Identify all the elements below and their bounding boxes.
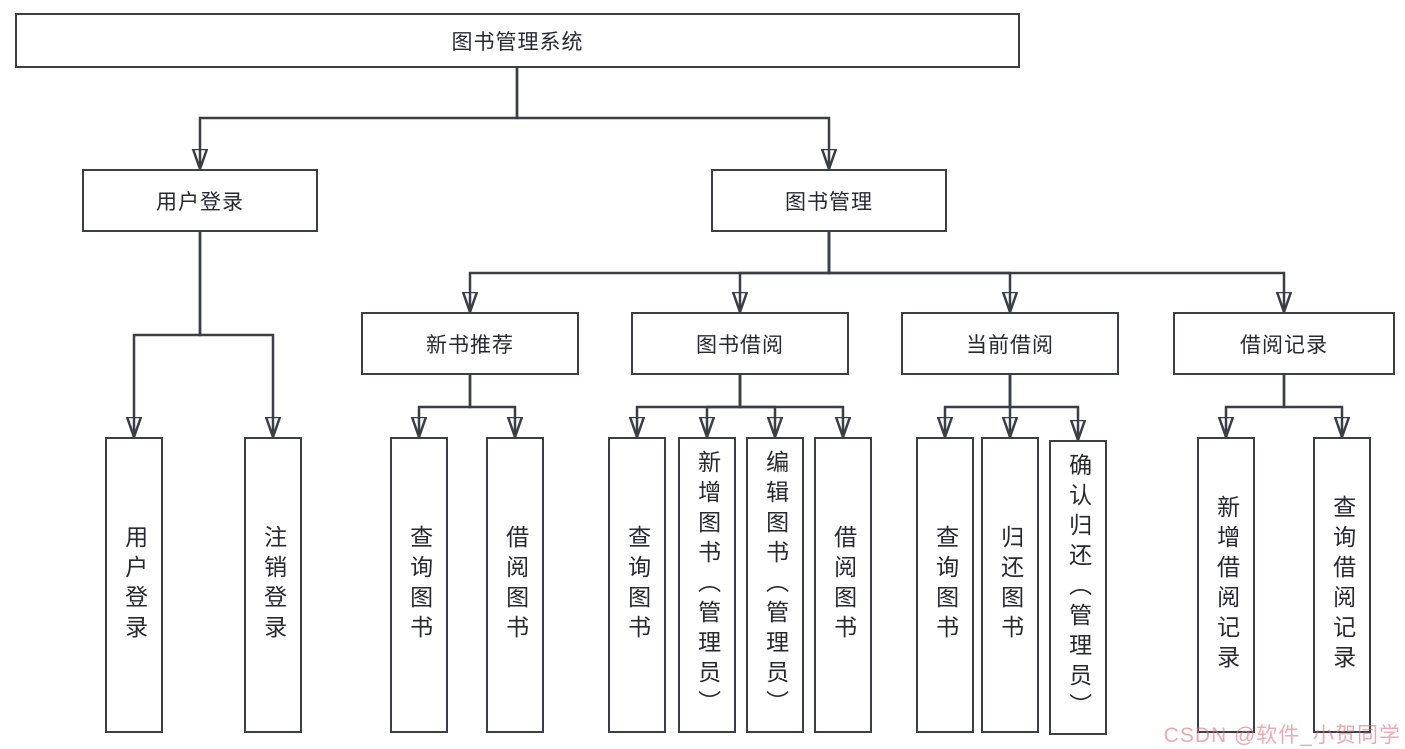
node-book-borrow: 图书借阅 xyxy=(631,312,849,375)
connector-bm-borrow-records xyxy=(827,232,1284,312)
connector-cb-query xyxy=(945,375,1012,437)
connector-nbr-query xyxy=(419,375,472,437)
node-user-login: 用户登录 xyxy=(82,169,318,232)
node-label: 查询图书 xyxy=(624,525,651,645)
leaf-cb-query-books: 查询图书 xyxy=(916,437,974,733)
leaf-bb-edit-books-admin: 编辑图书（管理员） xyxy=(746,437,804,733)
node-label: 借阅记录 xyxy=(1240,333,1328,357)
node-label: 图书借阅 xyxy=(696,333,784,357)
connector-root-user-login xyxy=(200,68,519,169)
connector-bm-book-borrow xyxy=(740,232,831,312)
node-label: 归还图书 xyxy=(997,525,1024,645)
leaf-cb-confirm-return-admin: 确认归还（管理员） xyxy=(1049,440,1107,735)
node-label: 用户登录 xyxy=(121,525,148,645)
node-label: 借阅图书 xyxy=(502,525,529,645)
node-label: 新增借阅记录 xyxy=(1213,495,1240,675)
node-label: 确认归还（管理员） xyxy=(1065,452,1092,723)
node-label: 查询借阅记录 xyxy=(1329,495,1356,675)
leaf-br-query-record: 查询借阅记录 xyxy=(1313,437,1371,733)
leaf-logout: 注销登录 xyxy=(244,437,302,733)
leaf-nbr-query-books: 查询图书 xyxy=(390,437,448,733)
connector-cb-confirm xyxy=(1008,375,1078,440)
node-label: 图书管理 xyxy=(785,190,873,214)
connector-nbr-borrow xyxy=(468,375,515,437)
csdn-watermark: CSDN @软件_小贺同学 xyxy=(1163,724,1401,747)
leaf-bb-query-books: 查询图书 xyxy=(608,437,666,733)
node-label: 编辑图书（管理员） xyxy=(762,450,789,720)
node-label: 查询图书 xyxy=(932,525,959,645)
node-label: 当前借阅 xyxy=(966,333,1054,357)
connector-user-login-leaf-login xyxy=(134,232,202,437)
leaf-user-login: 用户登录 xyxy=(105,437,163,733)
node-label: 新增图书（管理员） xyxy=(694,450,721,720)
node-borrow-records: 借阅记录 xyxy=(1173,312,1395,375)
connector-bb-borrow xyxy=(738,375,843,437)
node-current-borrow: 当前借阅 xyxy=(901,312,1119,375)
connector-br-add xyxy=(1226,375,1286,437)
connector-br-query xyxy=(1282,375,1342,437)
node-new-book-recommend: 新书推荐 xyxy=(361,312,579,375)
leaf-cb-return-books: 归还图书 xyxy=(981,437,1039,733)
node-label: 查询图书 xyxy=(406,525,433,645)
leaf-br-add-record: 新增借阅记录 xyxy=(1197,437,1255,733)
node-label: 注销登录 xyxy=(260,525,287,645)
leaf-nbr-borrow-books: 借阅图书 xyxy=(486,437,544,733)
node-label: 借阅图书 xyxy=(830,525,857,645)
connector-bb-add xyxy=(707,375,742,437)
leaf-bb-borrow-books: 借阅图书 xyxy=(814,437,872,733)
node-label: 图书管理系统 xyxy=(451,30,584,54)
leaf-bb-add-books-admin: 新增图书（管理员） xyxy=(678,437,736,733)
node-root-library-system: 图书管理系统 xyxy=(15,13,1020,68)
node-label: 用户登录 xyxy=(156,190,244,214)
connector-user-login-leaf-logout xyxy=(198,232,273,437)
connector-root-book-management xyxy=(515,68,829,169)
node-book-management: 图书管理 xyxy=(711,169,947,232)
node-label: 新书推荐 xyxy=(426,333,514,357)
